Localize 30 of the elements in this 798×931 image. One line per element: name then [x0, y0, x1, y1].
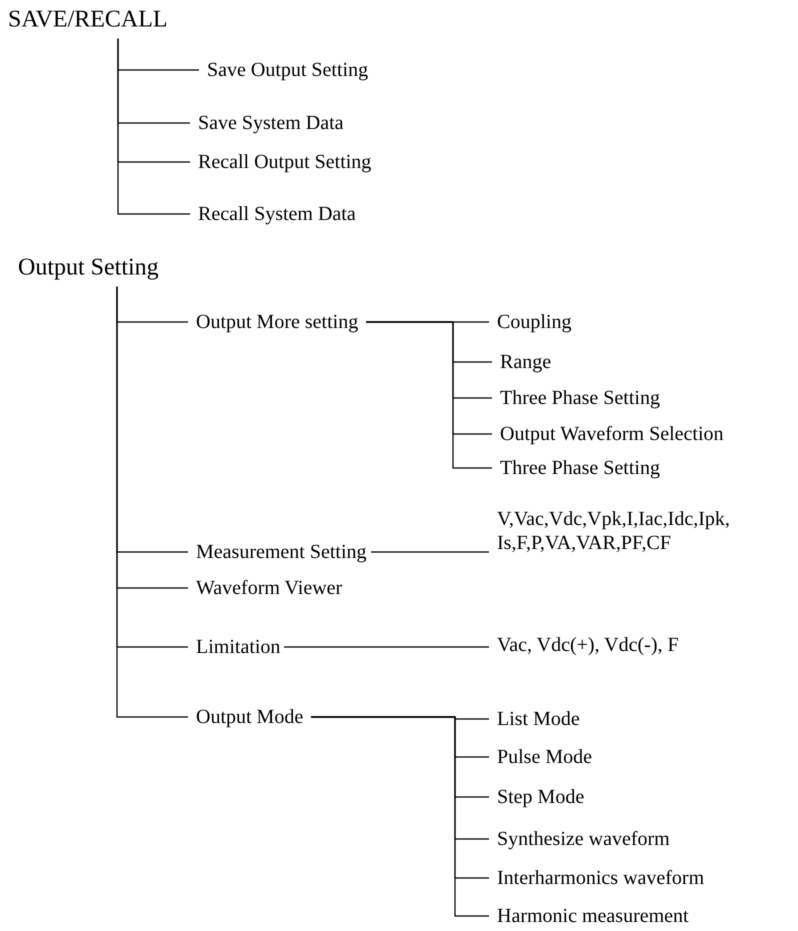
tree-connector: [284, 646, 489, 648]
menu-item: Save System Data: [198, 111, 344, 135]
menu-item: Pulse Mode: [497, 745, 592, 769]
menu-item: Coupling: [497, 310, 572, 334]
menu-item: Three Phase Setting: [500, 386, 660, 410]
tree-connector: [366, 321, 492, 469]
menu-item: List Mode: [497, 707, 580, 731]
menu-heading: Output Setting: [18, 254, 159, 282]
menu-item: Waveform Viewer: [196, 576, 342, 600]
menu-item: Save Output Setting: [207, 58, 368, 82]
menu-item: Harmonic measurement: [497, 904, 689, 928]
menu-item: Three Phase Setting: [500, 456, 660, 480]
tree-connector: [116, 286, 188, 718]
menu-item: Synthesize waveform: [497, 827, 670, 851]
menu-item: Limitation: [196, 635, 280, 659]
menu-item: Range: [500, 350, 552, 374]
menu-item: Measurement Setting: [196, 540, 367, 564]
menu-item: Vac, Vdc(+), Vdc(-), F: [497, 633, 679, 657]
menu-item: V,Vac,Vdc,Vpk,I,Iac,Idc,Ipk, Is,F,P,VA,VAR,PF,CF: [497, 507, 797, 555]
menu-item: Output Waveform Selection: [500, 422, 724, 446]
menu-item: Output More setting: [196, 310, 358, 334]
tree-connector: [311, 716, 489, 917]
menu-item: Step Mode: [497, 785, 584, 809]
menu-heading: SAVE/RECALL: [8, 6, 168, 34]
tree-connector: [371, 551, 489, 553]
tree-connector: [117, 38, 190, 215]
menu-item: Recall Output Setting: [198, 150, 372, 174]
menu-item: Output Mode: [196, 705, 304, 729]
menu-item: Recall System Data: [198, 202, 356, 226]
menu-item: Interharmonics waveform: [497, 866, 704, 890]
